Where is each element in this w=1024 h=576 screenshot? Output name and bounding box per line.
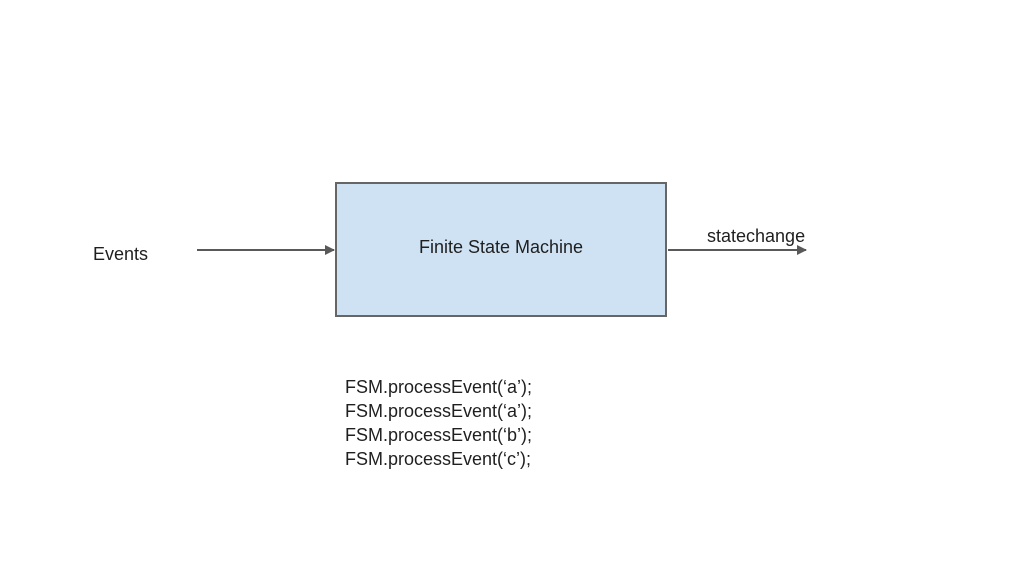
finite-state-machine-box: Finite State Machine [335, 182, 667, 317]
code-lines: FSM.processEvent(‘a’); FSM.processEvent(… [345, 375, 532, 471]
code-line: FSM.processEvent(‘b’); [345, 425, 533, 445]
finite-state-machine-label: Finite State Machine [418, 237, 584, 257]
code-line: FSM.processEvent(‘a’); [345, 377, 533, 397]
code-line: FSM.processEvent(‘a’); [345, 401, 533, 421]
statechange-label: statechange [707, 226, 806, 246]
code-line: FSM.processEvent(‘c’); [345, 449, 532, 469]
events-label: Events [93, 244, 149, 264]
